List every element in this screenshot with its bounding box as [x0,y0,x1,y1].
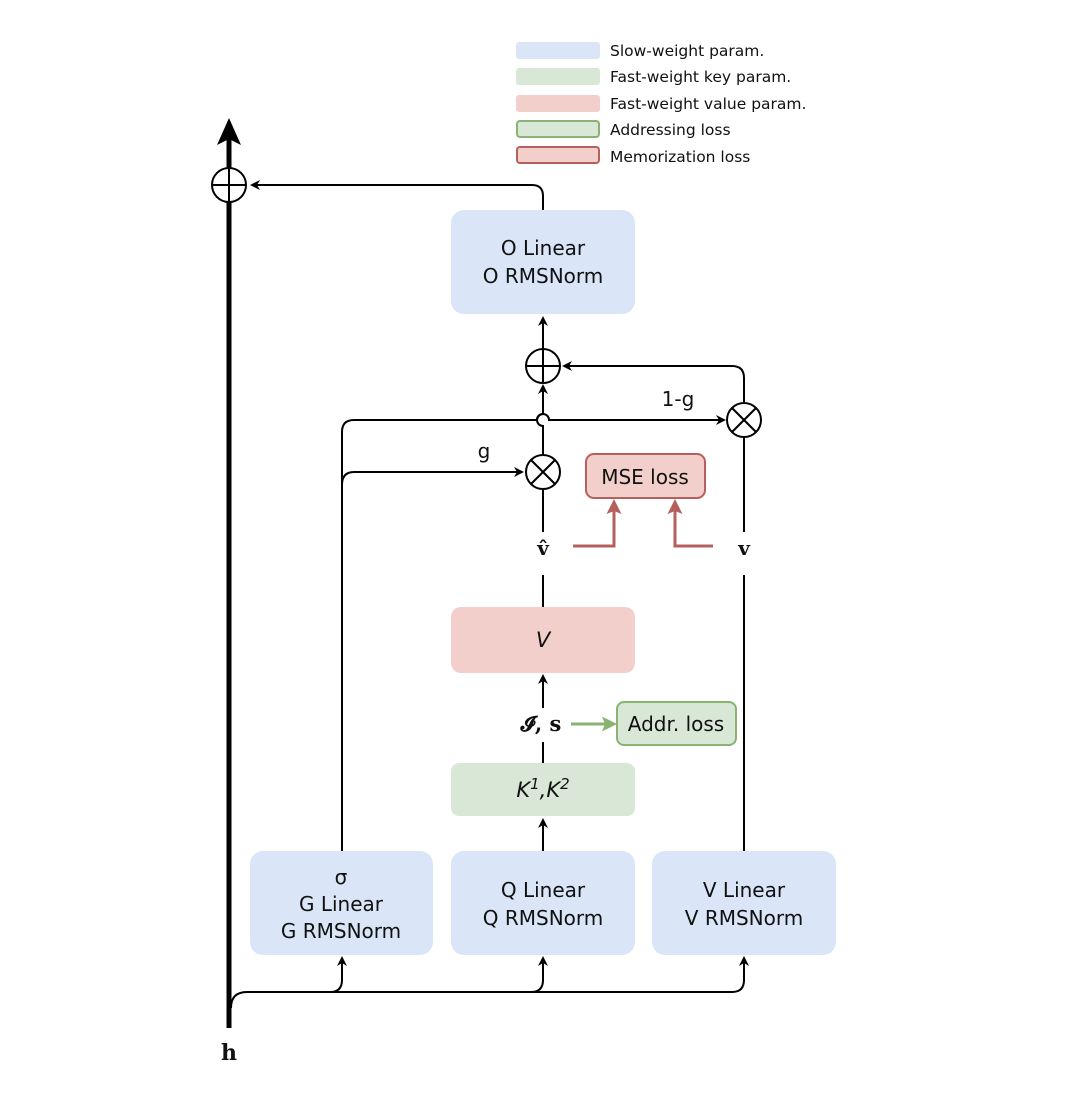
v-hat-symbol: v̂ [536,536,550,560]
addressing-loss-block: Addr. loss [616,701,737,746]
g-projection-box [250,851,433,955]
v-proj-line-1: V Linear [703,878,786,902]
mse-loss-label: MSE loss [601,465,689,489]
memorization-arrows [573,499,713,548]
keys-label: K1,K2 [516,775,569,802]
vhat-to-mse-arrow [573,499,622,548]
legend-label: Addressing loss [610,121,731,139]
legend-item-fast-key: Fast-weight key param. [516,68,791,86]
input-fanout [230,956,749,1009]
legend-item-memorization-loss: Memorization loss [516,146,750,166]
o-projection-box [451,210,635,314]
gate-paths [341,361,745,851]
legend-swatch-fast-value [516,95,600,112]
center-path [250,180,548,851]
legend-item-addressing-loss: Addressing loss [516,120,731,139]
q-projection-block: Q Linear Q RMSNorm [451,851,635,955]
g-projection-block: σ G Linear G RMSNorm [250,851,433,955]
o-proj-line-2: O RMSNorm [483,264,604,288]
g-to-outer-branch [341,413,726,851]
multiply-icon-v [726,402,762,438]
v-projection-block: V Linear V RMSNorm [652,851,836,955]
residual-arrowhead [217,118,241,145]
add-icon-gated-sum [525,348,561,384]
legend-item-slow-weight: Slow-weight param. [516,42,764,60]
indices-scores-symbol: 𝓘, s [520,711,562,736]
value-memory-label: V [536,628,552,652]
value-memory-block: V [451,607,635,673]
legend-swatch-slow-weight [516,42,600,59]
legend-label: Fast-weight value param. [610,95,806,113]
v-projection-box [652,851,836,955]
mse-loss-box [585,453,706,499]
o-projection-block: O Linear O RMSNorm [451,210,635,314]
value-memory-box [451,607,635,673]
legend-label: Fast-weight key param. [610,68,791,86]
v-symbol: v [737,536,751,560]
gate-label-g: g [478,439,491,463]
fanout-to-q [530,956,548,993]
legend: Slow-weight param. Fast-weight key param… [516,42,806,166]
g-proj-line-1: σ [335,865,348,889]
q-proj-line-2: Q RMSNorm [483,906,604,930]
gated-v-to-sum [562,361,745,402]
o-proj-line-1: O Linear [501,236,586,260]
g-to-inner-branch [341,467,524,486]
legend-label: Slow-weight param. [610,42,764,60]
input-symbol-h: h [221,1040,237,1066]
gate-label-1-minus-g: 1-g [662,387,695,411]
addressing-loss-box [616,701,737,746]
multiply-icon-vhat [525,454,561,490]
fanout-line [230,956,749,1009]
g-proj-line-3: G RMSNorm [281,919,401,943]
keys-block: K1,K2 [451,763,635,816]
o-to-residual [250,180,544,210]
legend-item-fast-value: Fast-weight value param. [516,95,806,113]
residual-stream: h [211,118,247,1066]
fanout-to-g [329,956,347,993]
legend-label: Memorization loss [610,148,750,166]
mse-loss-block: MSE loss [585,453,706,499]
g-proj-line-2: G Linear [299,892,384,916]
legend-swatch-addressing-loss [516,120,600,138]
keys-box [451,763,635,816]
legend-swatch-memorization-loss [516,146,600,164]
q-projection-box [451,851,635,955]
v-to-mse-arrow [667,499,713,548]
q-proj-line-1: Q Linear [501,878,586,902]
addressing-loss-label: Addr. loss [628,712,724,736]
v-proj-line-2: V RMSNorm [685,906,803,930]
legend-swatch-fast-key [516,68,600,85]
